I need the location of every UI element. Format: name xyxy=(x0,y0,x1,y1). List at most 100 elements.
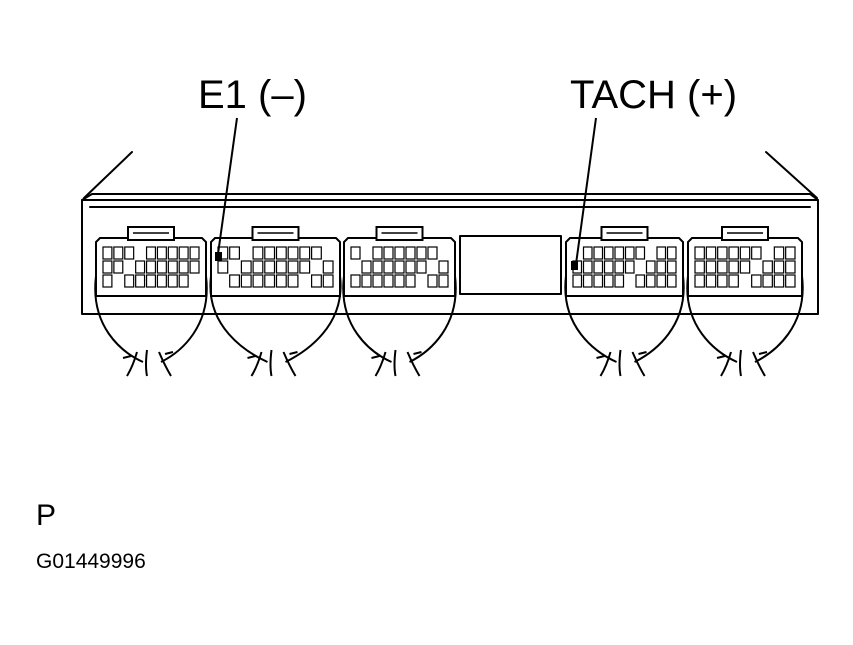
terminal-cavity xyxy=(785,274,796,288)
terminal-cavity xyxy=(167,274,178,288)
terminal-cavity xyxy=(372,260,383,274)
terminal-cavity xyxy=(728,274,739,288)
terminal-cavity xyxy=(145,246,157,260)
terminal-cavity xyxy=(178,260,189,274)
terminal-cavity xyxy=(311,274,322,288)
terminal-cavity xyxy=(178,274,189,288)
terminal-cavity xyxy=(264,246,276,260)
terminal-cavity xyxy=(287,274,299,288)
terminal-cavity xyxy=(785,260,796,274)
harness-wires xyxy=(247,349,298,377)
terminal-cavity xyxy=(145,260,157,274)
terminal-cavity xyxy=(614,260,625,274)
terminal-cavity xyxy=(739,260,751,274)
e1-terminal-marker xyxy=(215,252,222,261)
terminal-cavity xyxy=(383,260,394,274)
terminal-cavity xyxy=(178,246,189,260)
terminal-cavity xyxy=(394,246,405,260)
terminal-cavity xyxy=(135,274,146,288)
terminal-cavity xyxy=(156,246,167,260)
terminal-cavity xyxy=(102,274,113,288)
terminal-cavity xyxy=(582,260,593,274)
terminal-cavity xyxy=(751,246,762,260)
harness-wires xyxy=(716,349,768,377)
terminal-cavity xyxy=(275,246,287,260)
terminal-cavity xyxy=(102,260,113,274)
housing-edge-right xyxy=(765,151,818,199)
terminal-cavity xyxy=(593,260,604,274)
terminal-cavity xyxy=(582,246,593,260)
terminal-cavity xyxy=(113,260,124,274)
terminal-cavity xyxy=(350,274,361,288)
terminal-cavity xyxy=(287,246,299,260)
terminal-cavity xyxy=(275,274,287,288)
terminal-cavity xyxy=(593,246,604,260)
figure-code: G01449996 xyxy=(36,550,146,573)
housing-edge-left xyxy=(83,151,133,199)
ecu-housing xyxy=(81,199,819,315)
terminal-cavity xyxy=(785,246,796,260)
harness-wires xyxy=(122,349,174,377)
terminal-cavity xyxy=(635,246,646,260)
terminal-cavity xyxy=(299,260,311,274)
terminal-cavity xyxy=(167,246,178,260)
terminal-cavity xyxy=(252,246,264,260)
terminal-cavity xyxy=(372,246,383,260)
terminal-cavity xyxy=(383,246,394,260)
tach-leader-line xyxy=(575,117,597,265)
tach-terminal-marker xyxy=(571,261,578,270)
terminal-cavity xyxy=(252,260,264,274)
terminal-cavity xyxy=(717,274,728,288)
terminal-cavity xyxy=(603,260,614,274)
terminal-cavity xyxy=(694,246,705,260)
terminal-cavity xyxy=(416,260,427,274)
terminal-cavity xyxy=(264,260,276,274)
terminal-cavity xyxy=(264,274,276,288)
terminal-cavity xyxy=(656,260,667,274)
terminal-cavity xyxy=(666,246,677,260)
terminal-cavity xyxy=(394,260,405,274)
terminal-cavity xyxy=(124,246,135,260)
center-window xyxy=(459,235,562,295)
terminal-cavity xyxy=(705,274,717,288)
terminal-cavity xyxy=(394,274,405,288)
terminal-cavity xyxy=(240,274,252,288)
terminal-cavity xyxy=(275,260,287,274)
terminal-cavity xyxy=(694,274,705,288)
terminal-cavity xyxy=(405,260,416,274)
terminal-cavity xyxy=(438,274,449,288)
terminal-cavity xyxy=(229,274,240,288)
terminal-cavity xyxy=(156,260,167,274)
terminal-cavity xyxy=(645,260,656,274)
terminal-cavity xyxy=(603,246,614,260)
terminal-cavity xyxy=(156,274,167,288)
terminal-cavity xyxy=(645,274,656,288)
terminal-cavity xyxy=(427,246,438,260)
terminal-cavity xyxy=(311,246,322,260)
terminal-cavity xyxy=(614,246,625,260)
terminal-cavity xyxy=(405,246,416,260)
terminal-cavity xyxy=(124,274,135,288)
terminal-cavity xyxy=(372,274,383,288)
terminal-cavity xyxy=(773,260,785,274)
terminal-cavity xyxy=(299,246,311,260)
terminal-cavity xyxy=(383,274,394,288)
terminal-cavity xyxy=(167,260,178,274)
terminal-cavity xyxy=(102,246,113,260)
terminal-cavity xyxy=(582,274,593,288)
terminal-cavity xyxy=(656,274,667,288)
terminal-cavity xyxy=(427,274,438,288)
terminal-cavity xyxy=(145,274,157,288)
terminal-cavity xyxy=(705,246,717,260)
terminal-cavity xyxy=(739,246,751,260)
terminal-cavity xyxy=(666,274,677,288)
terminal-cavity xyxy=(405,274,416,288)
terminal-cavity xyxy=(322,274,334,288)
e1-label: E1 (–) xyxy=(198,73,307,117)
terminal-cavity xyxy=(666,260,677,274)
terminal-cavity xyxy=(572,274,583,288)
terminal-cavity xyxy=(438,260,449,274)
terminal-cavity xyxy=(189,260,200,274)
terminal-cavity xyxy=(705,260,717,274)
